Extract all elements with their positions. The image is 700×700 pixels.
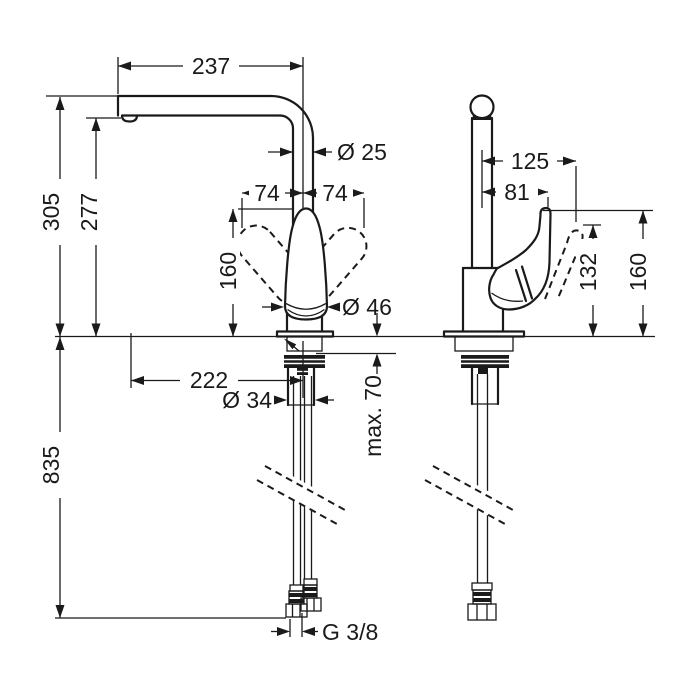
- hoses-front: [256, 376, 347, 585]
- dim-spout-diameter-25: Ø 25: [268, 139, 387, 165]
- escutcheon-front: [275, 330, 335, 338]
- dim-label-125: 125: [511, 148, 549, 174]
- dim-max-counter-70: max. 70: [316, 313, 396, 457]
- dim-label-222: 222: [190, 367, 228, 393]
- dim-shank-diameter-34: Ø 34: [222, 387, 334, 413]
- handle-front: [283, 207, 329, 321]
- break-line: [256, 479, 338, 525]
- dim-label-81: 81: [504, 179, 530, 205]
- break-line: [432, 465, 514, 511]
- dim-label-160-front: 160: [215, 252, 241, 290]
- dim-depth-81: 81: [482, 179, 549, 207]
- hose-side: [424, 374, 515, 583]
- dim-label-305: 305: [38, 193, 64, 231]
- hose-connector-side: [467, 582, 497, 621]
- dim-label-132: 132: [575, 253, 601, 291]
- dim-depth-125: 125: [482, 148, 577, 222]
- dim-handle-swing-74-74: 74 74: [241, 180, 365, 228]
- set-screw-arrow: [284, 338, 297, 350]
- dim-height-277: 277: [76, 117, 121, 337]
- front-view: [116, 94, 368, 618]
- mounting-nut-side: [461, 355, 509, 368]
- dim-label-74-right: 74: [322, 180, 348, 206]
- dim-label-g38: G 3/8: [322, 619, 378, 645]
- dim-thread-g38: G 3/8: [271, 613, 378, 645]
- reference-lines: [55, 57, 655, 398]
- dim-hose-length-835: 835: [38, 337, 286, 619]
- hose-connectors-front: [285, 578, 322, 618]
- handle-side: [488, 206, 552, 311]
- mounting-side: [454, 335, 514, 406]
- dim-height-305: 305: [38, 95, 117, 337]
- dim-label-160-side: 160: [625, 253, 651, 291]
- dim-label-237: 237: [192, 53, 230, 79]
- dim-body-diameter-46: Ø 46: [262, 294, 392, 320]
- side-view: [424, 94, 584, 621]
- dim-label-74-left: 74: [254, 180, 280, 206]
- mounting-nut-front: [284, 355, 325, 368]
- dim-label-277: 277: [76, 193, 102, 231]
- dim-label-o25: Ø 25: [337, 139, 387, 165]
- dim-label-o46: Ø 46: [342, 294, 392, 320]
- break-line: [264, 465, 346, 511]
- escutcheon-side: [442, 330, 526, 338]
- break-line: [424, 479, 506, 525]
- dim-label-o34: Ø 34: [222, 387, 272, 413]
- dim-handle-height-160-front: 160: [215, 208, 292, 337]
- dim-outlet-offset-222: 222: [130, 333, 303, 393]
- handle-open-dashed: [544, 229, 584, 300]
- aerator: [120, 114, 139, 123]
- dim-handle-open-132: 132: [575, 224, 601, 337]
- dim-spout-reach-237: 237: [117, 53, 303, 94]
- dim-label-max70: max. 70: [360, 375, 386, 457]
- hose-clip-side: [478, 368, 488, 374]
- dim-handle-height-160-side: 160: [543, 209, 653, 337]
- dim-label-835: 835: [38, 446, 64, 484]
